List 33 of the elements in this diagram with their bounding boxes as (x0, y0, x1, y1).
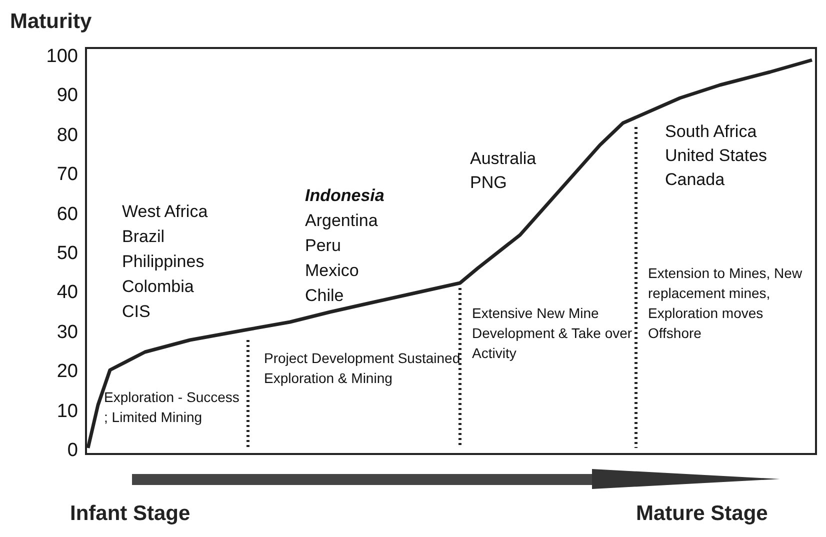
stage-label: Infant Stage (70, 501, 190, 527)
country-label: CIS (122, 301, 150, 323)
stage-label: Mature Stage (636, 501, 768, 527)
tick-label: 60 (56, 204, 78, 226)
country-label: Canada (665, 169, 725, 191)
tick-label: 40 (56, 282, 78, 304)
stage-description: Project Development Sustained Exploration & Mining (264, 349, 462, 388)
tick-label: 80 (56, 124, 78, 147)
country-label: Argentina (305, 210, 378, 232)
country-label: Indonesia (305, 185, 384, 207)
country-label: Colombia (122, 276, 194, 298)
tick-label: 70 (56, 164, 78, 186)
stage-description: Exploration - Success ; Limited Mining (104, 388, 240, 427)
country-label: West Africa (122, 201, 208, 223)
country-label: South Africa (665, 121, 757, 143)
tick-label: 90 (56, 85, 78, 108)
axis-title: Maturity (10, 9, 92, 35)
tick-label: 100 (45, 46, 78, 68)
country-label: Chile (305, 285, 344, 307)
country-label: Brazil (122, 226, 165, 248)
country-label: Peru (305, 235, 341, 257)
stage-description: Extension to Mines, New replacement mines, Exploration moves Offshore (648, 264, 804, 343)
country-label: United States (665, 145, 768, 167)
country-label: Philippines (122, 251, 204, 273)
tick-label: 30 (56, 322, 78, 344)
country-label: PNG (470, 172, 507, 194)
country-label: Mexico (305, 260, 359, 282)
tick-label: 50 (56, 243, 78, 265)
tick-label: 0 (66, 440, 78, 462)
country-label: Australia (470, 148, 536, 170)
tick-label: 20 (56, 361, 78, 384)
tick-label: 10 (56, 400, 78, 423)
stage-description: Extensive New Mine Development & Take over Activity (472, 304, 634, 363)
